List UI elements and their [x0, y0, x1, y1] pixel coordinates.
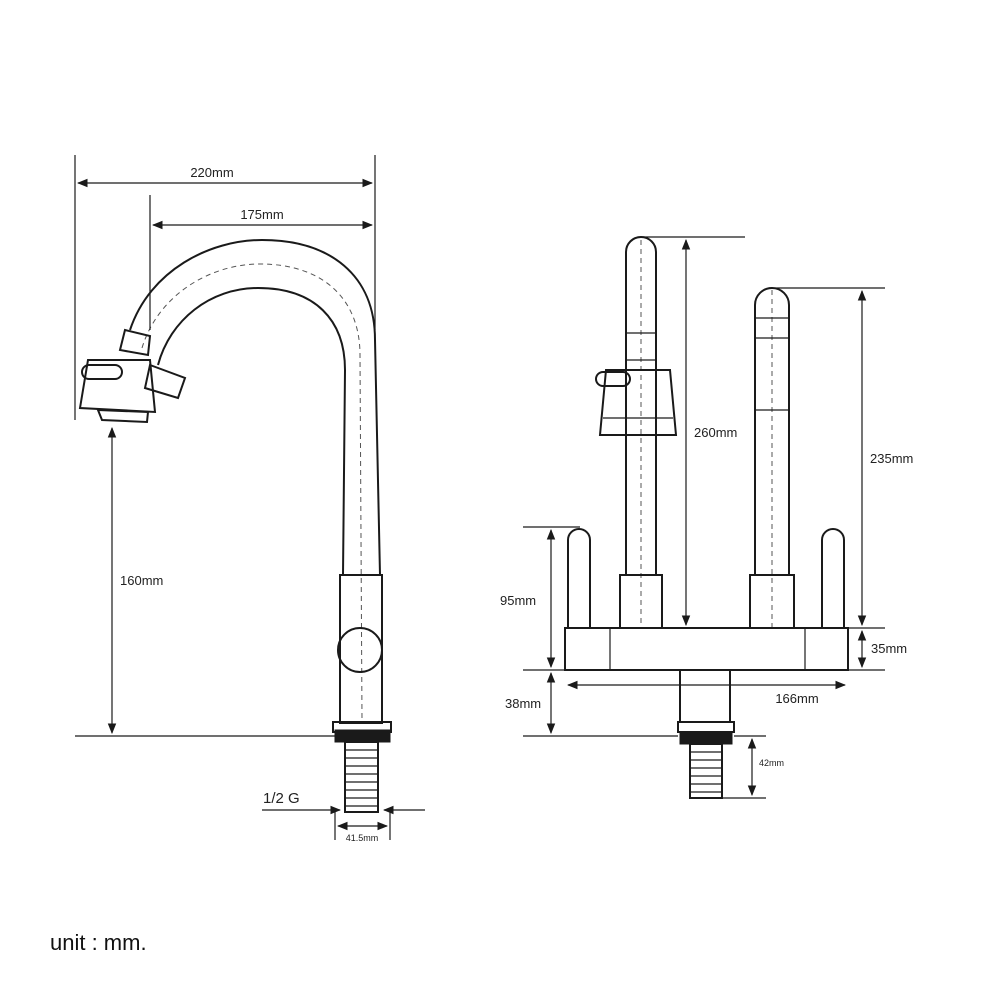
base-flange: [332, 721, 392, 733]
spout-centerline: [141, 263, 363, 721]
front-spray-button: [595, 371, 631, 387]
spout-outer: [129, 238, 381, 576]
spray-button: [81, 364, 123, 380]
label-spout-reach: 175mm: [240, 207, 283, 222]
label-base-width: 166mm: [775, 691, 818, 706]
label-thread: 1/2 G: [263, 790, 300, 807]
label-base-height: 35mm: [871, 641, 907, 656]
front-stem: [679, 669, 731, 723]
label-lever-height: 95mm: [500, 593, 536, 608]
front-view: 260mm 235mm 35mm 95mm 38mm 166mm 42mm: [500, 236, 913, 799]
spray-nozzle: [96, 408, 150, 424]
label-shank-length: 42mm: [759, 758, 784, 768]
threaded-shank: [344, 741, 379, 813]
spray-connector: [118, 328, 152, 357]
front-handle: [754, 287, 790, 575]
left-lever: [567, 528, 591, 628]
label-handle-height: 235mm: [870, 451, 913, 466]
unit-note: unit : mm.: [50, 930, 147, 955]
handle-knob: [337, 627, 383, 673]
thread-lines: [345, 749, 378, 807]
label-spout-height-front: 260mm: [694, 425, 737, 440]
label-thread-width: 41.5mm: [346, 833, 379, 843]
spout-inner: [157, 286, 347, 576]
spout-tip: [143, 363, 187, 400]
front-threaded-shank: [689, 743, 723, 799]
spray-head: [78, 359, 157, 414]
label-total-width: 220mm: [190, 165, 233, 180]
front-flange: [677, 721, 735, 733]
label-spout-height: 160mm: [120, 573, 163, 588]
front-spray-head: [598, 369, 678, 436]
right-lever: [821, 528, 845, 628]
label-below-base: 38mm: [505, 696, 541, 711]
front-nut: [679, 731, 733, 745]
side-view: 220mm 175mm 160mm 1/2 G 41.5mm: [74, 155, 425, 843]
front-thread-lines: [690, 751, 722, 793]
